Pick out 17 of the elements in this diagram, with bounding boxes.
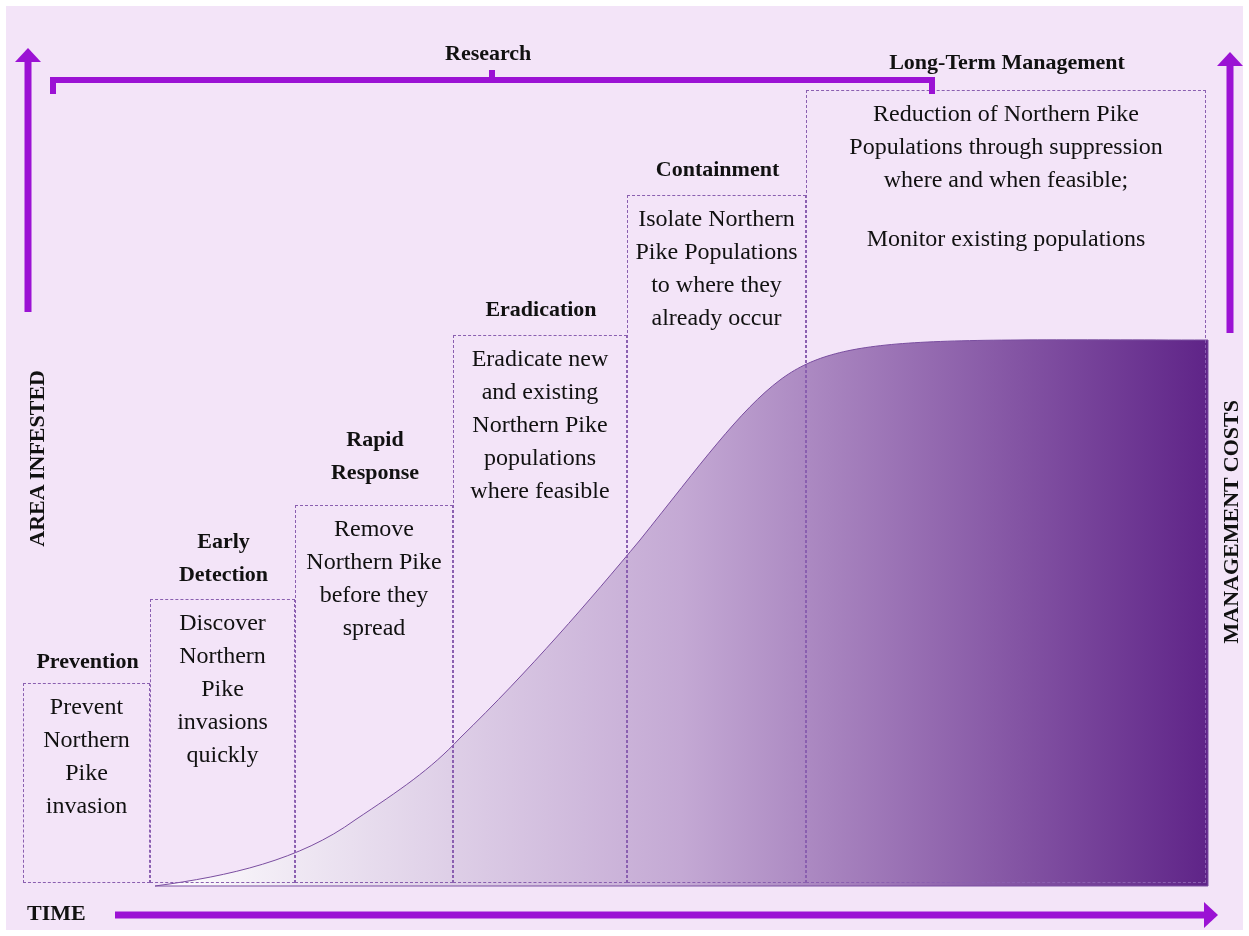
stage-heading: Containment — [654, 155, 781, 183]
phase-label: Research — [445, 40, 532, 66]
stage-description: Eradicate new and existing Northern Pike populations where feasible — [469, 344, 611, 505]
stage-description: Isolate Northern Pike Populations to where they already occur — [634, 204, 799, 332]
axis-label: TIME — [27, 900, 86, 926]
stage-description: Discover Northern Pike invasions quickly — [176, 608, 269, 769]
stage-heading: Prevention — [35, 647, 140, 675]
stage-heading: Early Detection — [177, 527, 270, 588]
stage-description: Reduction of Northern Pike Populations through suppression where and when feasible; — [848, 99, 1164, 194]
stage-description: Prevent Northern Pike invasion — [42, 692, 131, 820]
stage-heading: Long-Term Management — [888, 48, 1126, 76]
axis-label: MANAGEMENT COSTS — [1218, 400, 1244, 644]
axis-label: AREA INFESTED — [24, 370, 50, 547]
stage-heading: Rapid Response — [330, 425, 420, 486]
stage-heading: Eradication — [484, 295, 598, 323]
stage-description: Monitor existing populations — [865, 224, 1147, 253]
stage-description: Remove Northern Pike before they spread — [305, 514, 443, 642]
